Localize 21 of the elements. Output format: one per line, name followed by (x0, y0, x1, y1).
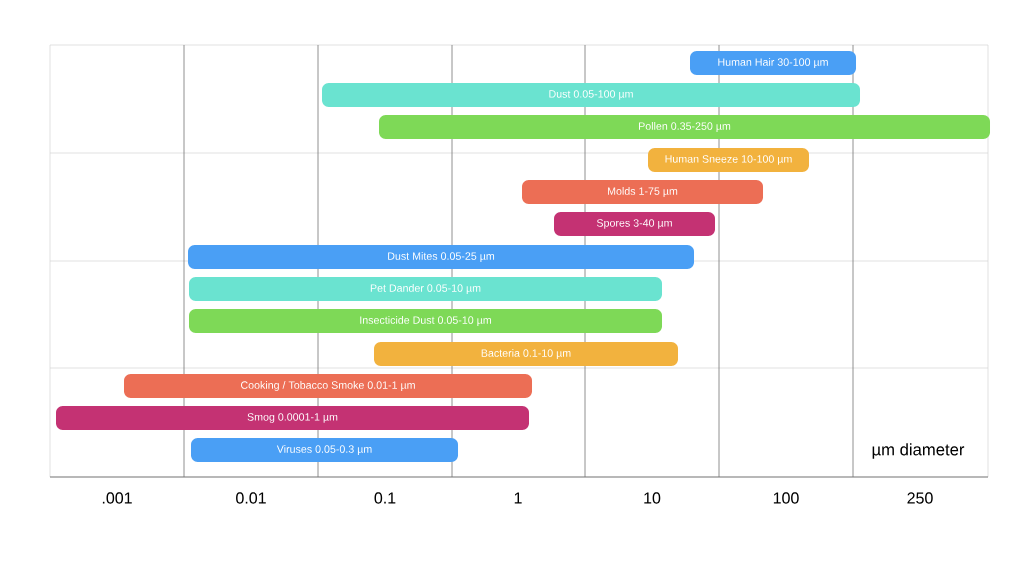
range-bar: Molds 1-75 µm (522, 180, 763, 204)
range-bar: Dust Mites 0.05-25 µm (188, 245, 694, 269)
axis-label: 100 (773, 492, 799, 504)
axis-label: 0.1 (374, 492, 396, 504)
axis-label: .001 (102, 492, 132, 504)
axis-label: 1 (514, 492, 522, 504)
axis-label: 10 (644, 492, 661, 504)
range-bar: Human Hair 30-100 µm (690, 51, 856, 75)
axis-label: 0.01 (236, 492, 266, 504)
range-bar: Dust 0.05-100 µm (322, 83, 860, 107)
range-bar: Cooking / Tobacco Smoke 0.01-1 µm (124, 374, 532, 398)
range-bar: Bacteria 0.1-10 µm (374, 342, 678, 366)
unit-label: µm diameter (872, 443, 965, 459)
range-bar: Human Sneeze 10-100 µm (648, 148, 809, 172)
range-bar: Smog 0.0001-1 µm (56, 406, 529, 430)
range-bar: Pollen 0.35-250 µm (379, 115, 990, 139)
range-bar: Pet Dander 0.05-10 µm (189, 277, 662, 301)
range-bar: Insecticide Dust 0.05-10 µm (189, 309, 662, 333)
axis-label: 250 (907, 492, 933, 504)
range-bar: Viruses 0.05-0.3 µm (191, 438, 458, 462)
range-bar: Spores 3-40 µm (554, 212, 715, 236)
